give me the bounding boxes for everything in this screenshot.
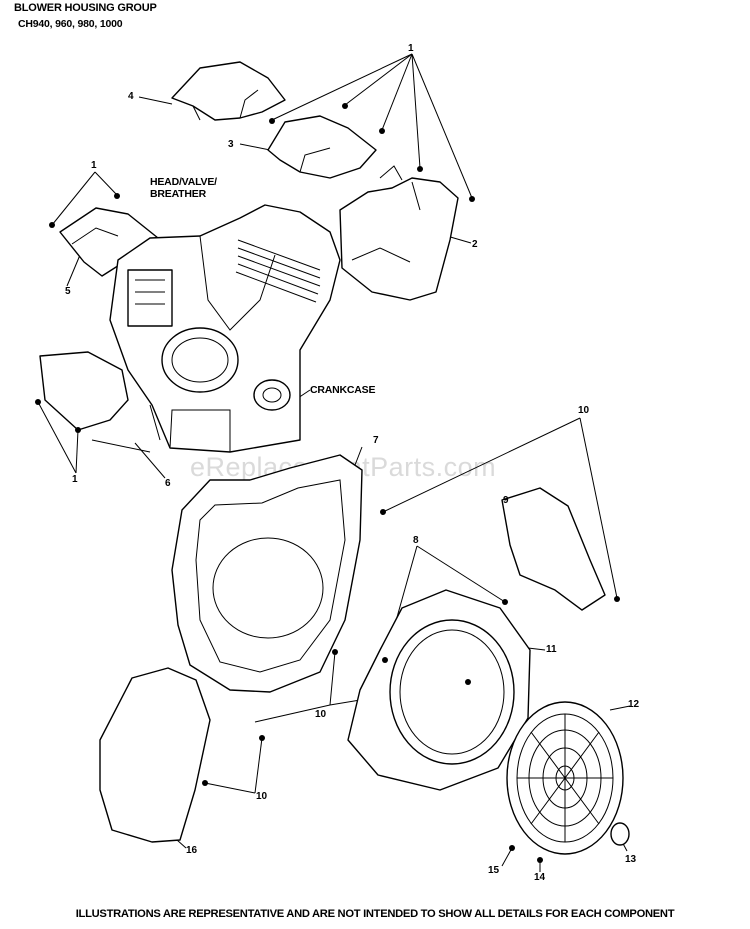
part-12-fan-grille: [506, 701, 624, 855]
part-11-fan-shroud: [347, 589, 531, 791]
callout-6: 6: [165, 478, 171, 489]
callout-12: 12: [628, 699, 640, 710]
part-2-right-baffle: [339, 165, 459, 301]
part-13-decal: [610, 822, 630, 846]
callout-1-bottom: 1: [72, 474, 78, 485]
callout-14: 14: [534, 872, 546, 883]
model-numbers: CH940, 960, 980, 1000: [18, 18, 123, 30]
diagram-title: BLOWER HOUSING GROUP: [14, 2, 157, 14]
callout-11: 11: [546, 644, 557, 655]
part-9-right-baffle: [501, 487, 606, 611]
callout-7: 7: [373, 435, 379, 446]
callout-4: 4: [128, 91, 134, 102]
part-6-lower-baffle: [39, 351, 151, 453]
callout-13: 13: [625, 854, 637, 865]
fasteners: [35, 103, 620, 863]
footer-disclaimer: ILLUSTRATIONS ARE REPRESENTATIVE AND ARE…: [75, 908, 675, 920]
callout-8: 8: [413, 535, 419, 546]
callout-10-top: 10: [578, 405, 590, 416]
callout-16: 16: [186, 845, 198, 856]
label-head-valve-breather: HEAD/VALVE/ BREATHER: [150, 176, 217, 200]
leader-lines: [37, 53, 631, 872]
engine-block: [109, 204, 341, 453]
part-7-blower-housing: [171, 454, 363, 693]
callout-10-mid: 10: [315, 709, 327, 720]
callout-5: 5: [65, 286, 71, 297]
part-16-lower-shroud: [99, 667, 211, 843]
part-4-top-shroud: [171, 61, 286, 121]
callout-1-left: 1: [91, 160, 97, 171]
label-crankcase: CRANKCASE: [310, 384, 376, 396]
callout-1-top: 1: [408, 43, 414, 54]
callout-15: 15: [488, 865, 500, 876]
callout-2: 2: [472, 239, 478, 250]
part-3-top-shroud: [267, 115, 377, 179]
callout-9: 9: [503, 495, 509, 506]
callout-10-bottom: 10: [256, 791, 268, 802]
callout-3: 3: [228, 139, 234, 150]
